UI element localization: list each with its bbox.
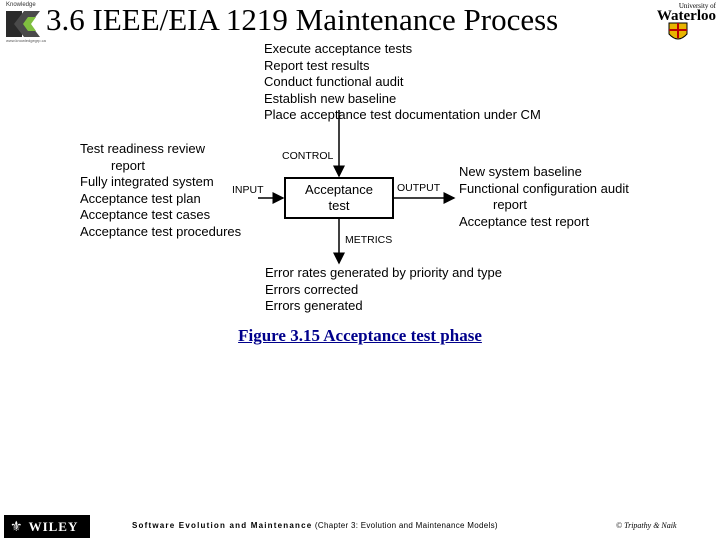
control-item: Report test results	[264, 57, 370, 73]
knowledge-logo-url: www.knowledgegrp.ca	[6, 38, 46, 43]
input-item: Acceptance test procedures	[80, 223, 242, 239]
input-item: Acceptance test cases	[80, 207, 211, 223]
output-item: report	[493, 197, 527, 213]
control-item: Place acceptance test documentation unde…	[264, 107, 541, 123]
knowledge-logo-text: Knowledge	[6, 2, 36, 8]
footer-copyright: © Tripathy & Naik	[616, 521, 677, 530]
input-label: INPUT	[232, 184, 264, 196]
input-item: Fully integrated system	[80, 174, 214, 190]
control-item: Establish new baseline	[264, 90, 397, 106]
input-item: Test readiness review	[80, 141, 205, 156]
university-of-waterloo-logo: University of Waterloo	[648, 2, 718, 42]
uw-crest-icon	[668, 22, 688, 40]
control-item: Conduct functional audit	[264, 74, 404, 90]
input-item: Acceptance test plan	[80, 190, 201, 206]
control-items: Execute acceptance tests Report test res…	[264, 41, 541, 124]
uw-logo-line2: Waterloo	[656, 8, 716, 24]
wiley-emblem-icon: ⚜	[10, 518, 23, 535]
input-items: Test readiness review report Fully integ…	[80, 141, 241, 241]
control-item: Execute acceptance tests	[264, 41, 413, 56]
metrics-label: METRICS	[345, 234, 393, 246]
output-item: New system baseline	[459, 164, 582, 179]
acceptance-test-process-box: Acceptance test	[284, 177, 394, 219]
slide-title: 3.6 IEEE/EIA 1219 Maintenance Process	[46, 2, 559, 37]
footer-text: Software Evolution and Maintenance (Chap…	[132, 521, 498, 530]
process-box-line2: test	[328, 198, 350, 213]
uw-logo-line1: University of	[678, 2, 716, 10]
footer-course: Software Evolution and Maintenance	[132, 521, 313, 530]
footer-chapter: (Chapter 3: Evolution and Maintenance Mo…	[314, 521, 498, 530]
output-items: New system baseline Functional configura…	[459, 164, 629, 230]
output-item: Functional configuration audit	[459, 180, 629, 196]
output-item: Acceptance test report	[459, 213, 590, 229]
metrics-item: Errors generated	[265, 298, 363, 314]
output-label: OUTPUT	[397, 182, 441, 194]
knowledge-logo-mark	[6, 11, 40, 37]
wiley-logo-text: WILEY	[28, 518, 79, 534]
metrics-item: Errors corrected	[265, 281, 359, 297]
process-box-line1: Acceptance	[305, 182, 373, 197]
metrics-item: Error rates generated by priority and ty…	[265, 265, 503, 280]
metrics-items: Error rates generated by priority and ty…	[265, 265, 502, 315]
wiley-logo: ⚜ WILEY	[4, 515, 90, 538]
input-item: report	[111, 157, 145, 173]
knowledge-logo: Knowledge www.knowledgegrp.ca	[6, 2, 46, 46]
control-label: CONTROL	[282, 150, 334, 162]
figure-caption[interactable]: Figure 3.15 Acceptance test phase	[238, 326, 482, 345]
